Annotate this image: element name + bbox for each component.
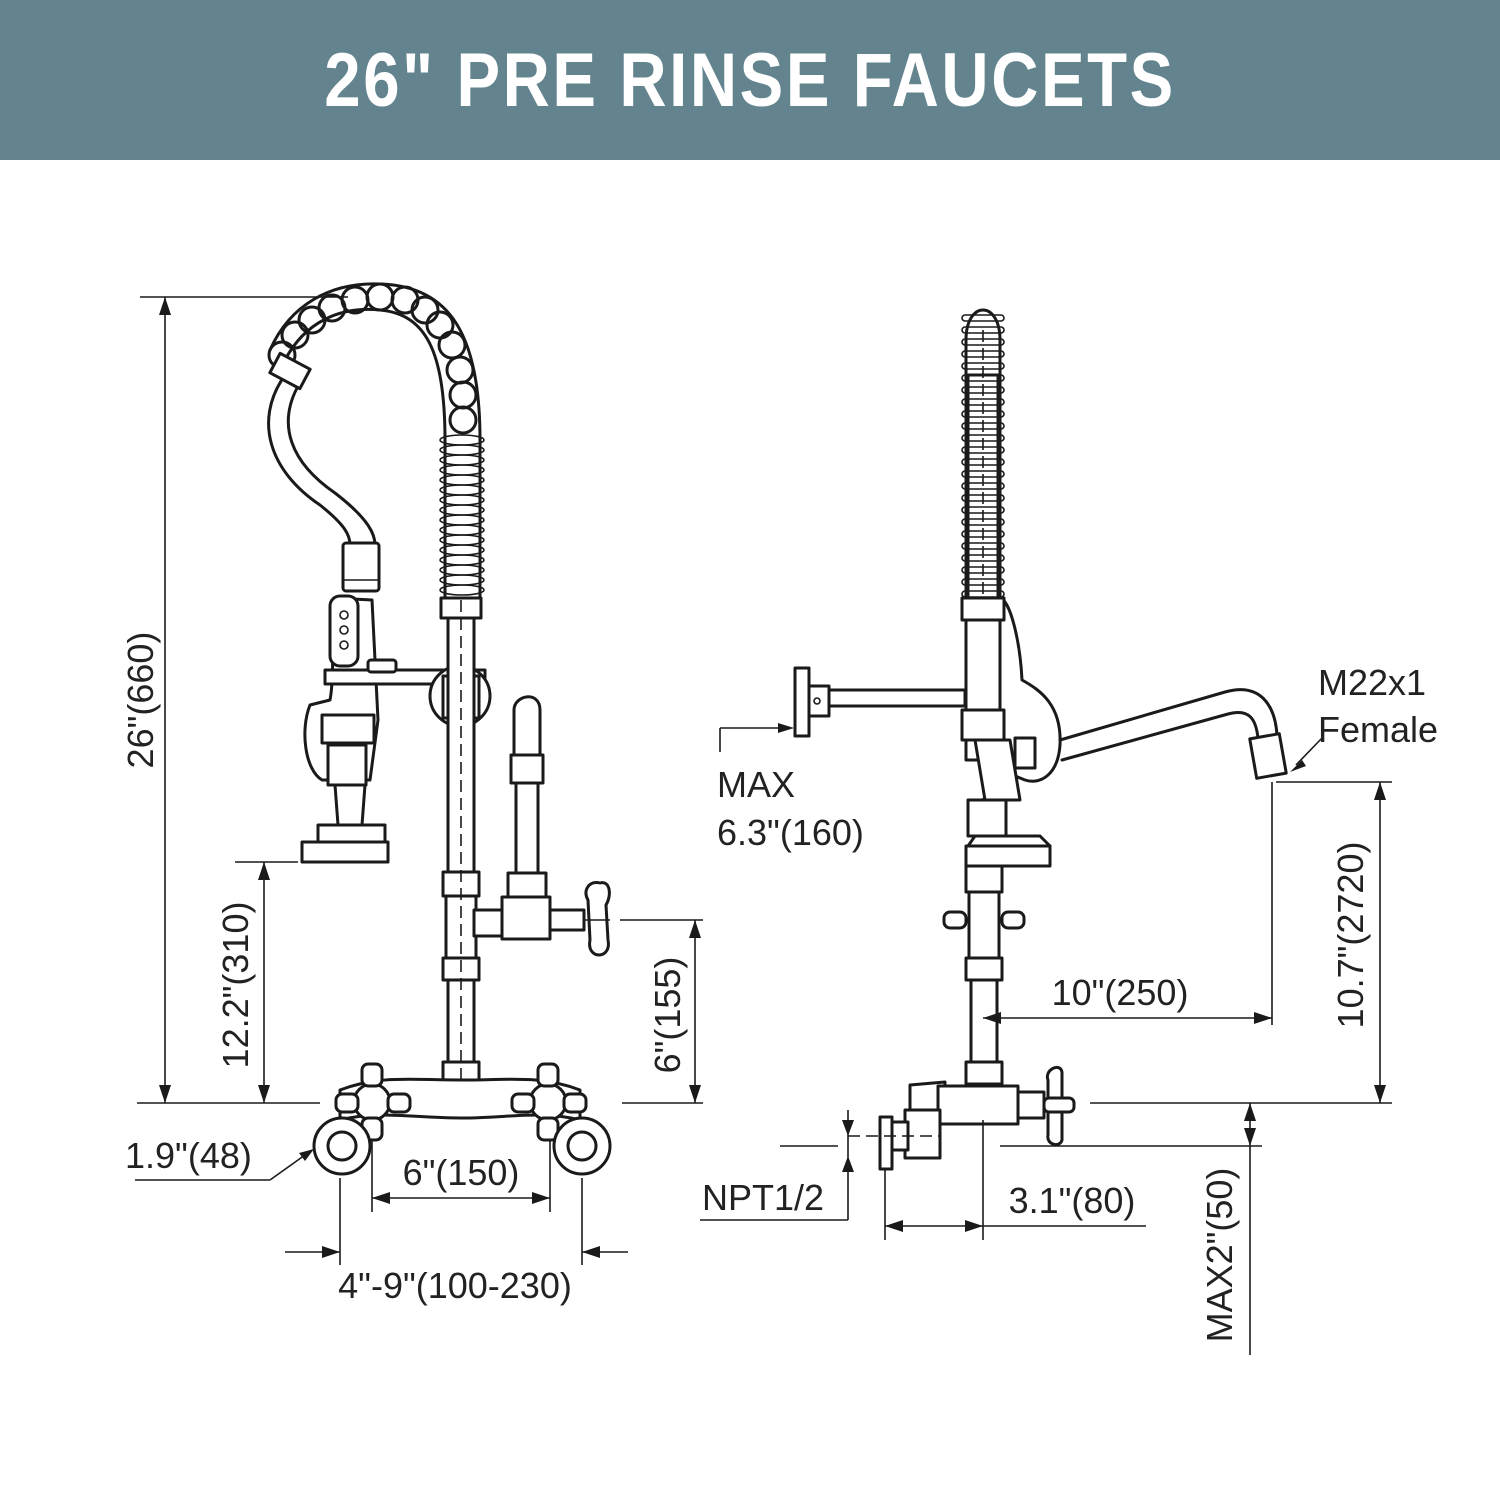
coil-ring [439,524,485,536]
spray-valve [300,594,390,864]
swing-spout: M22x1 Female [1058,662,1438,780]
side-view: MAX 6.3"(160) M22x1 Female [700,308,1438,1355]
coil-loop [365,282,395,312]
header-banner: 26" PRE RINSE FAUCETS [0,0,1500,160]
coil-ring [439,534,485,546]
coil-ring [439,574,485,586]
coil-loop [445,355,475,385]
coil-loop [448,380,478,410]
dim-inlet-dia: 1.9"(48) [125,1135,314,1181]
dim-inlet-thread: NPT1/2 [700,1110,854,1221]
side-coil-ring [961,314,1005,322]
coil-ring [439,564,485,576]
coil-loop [410,295,440,325]
dim-spout-reach-label: 10"(250) [1052,972,1189,1013]
coil-loop [390,285,420,315]
side-inlet-assembly [848,1066,1076,1240]
side-riser [942,864,1026,1086]
coil-ring [439,584,485,596]
coil-loop [448,405,478,435]
wall-mount-body [312,1062,612,1176]
coil-ring [439,474,485,486]
right-inlet-flange [552,1116,612,1176]
dim-center: 6"(150) [371,1140,551,1212]
front-view: 26"(660) 12.2"(310) 6"(155) [120,282,703,1306]
dim-adjust-range: 4"-9"(100-230) [285,1178,628,1306]
dim-inlet-offset-label: 3.1"(80) [1009,1180,1136,1221]
coil-loop [425,310,455,340]
addon-faucet [472,695,611,957]
side-spray-valve [960,596,1062,868]
dim-valve-height-label: 6"(155) [647,957,688,1074]
coil-ring [439,544,485,556]
dim-spout-height: 10.7"(2720) [1090,781,1392,1104]
dim-spout-reach: 10"(250) [983,782,1273,1025]
spout-thread-line2: Female [1318,709,1438,750]
coil-ring [439,454,485,466]
dim-sprayer-height-label: 12.2"(310) [215,902,256,1069]
dim-bracket-line1: MAX [717,764,795,805]
side-addon-handle [942,910,1026,930]
dim-wall-depth-label: MAX2"(50) [1199,1168,1240,1343]
spring-coil-rings [267,282,485,596]
dim-center-label: 6"(150) [403,1152,520,1193]
left-inlet-flange [312,1116,372,1176]
coil-loop [280,320,310,350]
spring-coil [267,282,485,600]
dim-total-height-label: 26"(660) [120,632,161,769]
dim-adjust-range-label: 4"-9"(100-230) [338,1265,572,1306]
coil-ring [439,464,485,476]
dim-inlet-dia-label: 1.9"(48) [125,1135,252,1176]
hose [267,351,381,593]
dim-wall-depth: MAX2"(50) [1000,1103,1262,1355]
coil-ring [439,494,485,506]
coil-ring [439,514,485,526]
dim-spout-height-label: 10.7"(2720) [1330,842,1371,1029]
riser-pipe [439,596,483,1110]
coil-ring [439,444,485,456]
coil-ring [439,554,485,566]
dim-sprayer-height: 12.2"(310) [215,861,298,1103]
dim-inlet-thread-label: NPT1/2 [702,1177,824,1218]
coil-loop [437,330,467,360]
page-title: 26" PRE RINSE FAUCETS [324,37,1176,123]
coil-ring [439,434,485,446]
dim-bracket-line2: 6.3"(160) [717,812,864,853]
dim-inlet-offset: 3.1"(80) [885,1120,1146,1240]
dim-valve-height: 6"(155) [620,919,703,1104]
dim-total-height: 26"(660) [120,296,348,1104]
coil-ring [439,504,485,516]
side-wall-bracket: MAX 6.3"(160) [717,666,967,853]
spout-thread-line1: M22x1 [1318,662,1426,703]
coil-ring [439,484,485,496]
